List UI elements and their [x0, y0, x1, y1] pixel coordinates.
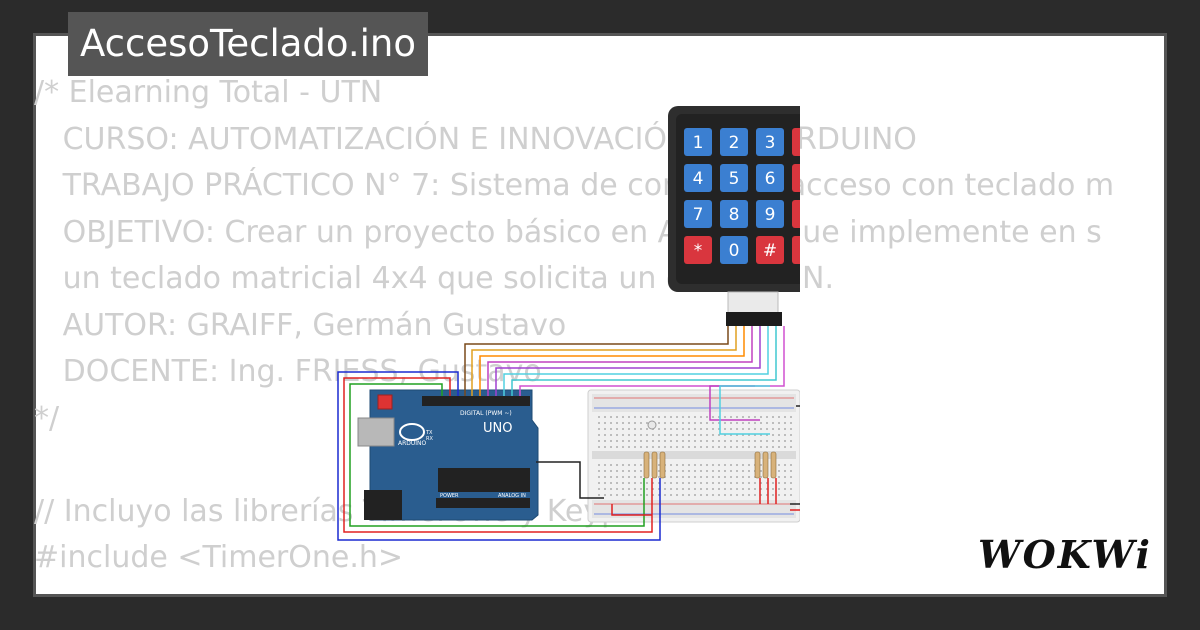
keypad-key-d[interactable]: D — [792, 236, 800, 264]
power-header-label: POWER — [440, 493, 459, 499]
board-brand-label: ARDUINO — [398, 440, 427, 447]
keypad-key-0[interactable]: 0 — [720, 236, 748, 264]
analog-header — [436, 498, 530, 508]
keypad-key-a[interactable]: A — [792, 128, 800, 156]
digital-header-label: DIGITAL (PWM ~) — [460, 410, 512, 417]
keypad-key-label: * — [694, 241, 703, 261]
keypad-key-star[interactable]: * — [684, 236, 712, 264]
arduino-uno-board: DIGITAL (PWM ~) UNO ARDUINO TX RX POWER … — [357, 389, 539, 521]
keypad-key-label: 9 — [765, 205, 776, 225]
keypad-key-label: 8 — [729, 205, 740, 225]
keypad-key-label: 0 — [729, 241, 740, 261]
wokwi-logo-text: WOKWi — [978, 532, 1150, 577]
keypad-key-label: 3 — [765, 133, 776, 153]
keypad-key-8[interactable]: 8 — [720, 200, 748, 228]
keypad-key-3[interactable]: 3 — [756, 128, 784, 156]
breadboard — [587, 389, 800, 523]
circuit-diagram: DIGITAL (PWM ~) UNO ARDUINO TX RX POWER … — [337, 106, 800, 541]
keypad-key-6[interactable]: 6 — [756, 164, 784, 192]
keypad-key-9[interactable]: 9 — [756, 200, 784, 228]
keypad-key-label: 4 — [693, 169, 704, 189]
led — [647, 420, 657, 430]
keypad-4x4: 1 2 3A 4 5 6B 7 8 9C * 0 # D — [668, 106, 800, 326]
keypad-key-hash[interactable]: # — [756, 236, 784, 264]
board-model-label: UNO — [483, 421, 512, 436]
keypad-key-7[interactable]: 7 — [684, 200, 712, 228]
code-line: AUTOR: GRAIFF, Germán Gustavo — [34, 307, 567, 343]
microcontroller-chip — [438, 468, 530, 492]
keypad-key-label: 6 — [765, 169, 776, 189]
usb-port — [357, 417, 395, 447]
code-line: */ — [34, 400, 60, 436]
code-line: /* Elearning Total - UTN — [34, 75, 383, 110]
keypad-key-label: # — [763, 241, 777, 261]
resistor-group-right — [754, 451, 777, 479]
tx-label: TX — [425, 430, 433, 436]
keypad-keys: 1 2 3A 4 5 6B 7 8 9C * 0 # D — [684, 128, 800, 264]
arduino-logo-icon — [399, 423, 425, 441]
breadboard-holes — [598, 416, 792, 496]
code-line: #include <TimerOne.h> — [34, 540, 404, 575]
wires — [337, 326, 800, 541]
keypad-key-label: 5 — [729, 169, 740, 189]
keypad-connector — [726, 312, 782, 326]
digital-header — [422, 396, 530, 406]
analog-header-label: ANALOG IN — [498, 493, 526, 499]
rx-label: RX — [426, 436, 433, 442]
keypad-key-label: D — [799, 241, 800, 261]
keypad-key-c[interactable]: C — [792, 200, 800, 228]
power-jack — [364, 490, 402, 520]
project-title[interactable]: AccesoTeclado.ino — [68, 12, 428, 76]
resistor-group-left — [643, 451, 666, 479]
keypad-key-4[interactable]: 4 — [684, 164, 712, 192]
keypad-key-2[interactable]: 2 — [720, 128, 748, 156]
code-line: TRABAJO PRÁCTICO N° 7: Sistema de contro… — [34, 168, 1115, 203]
reset-button[interactable] — [377, 394, 393, 410]
keypad-key-1[interactable]: 1 — [684, 128, 712, 156]
keypad-key-5[interactable]: 5 — [720, 164, 748, 192]
wokwi-logo[interactable]: WOKWi — [972, 522, 1150, 582]
keypad-key-b[interactable]: B — [792, 164, 800, 192]
keypad-ribbon — [727, 291, 779, 315]
keypad-key-label: 1 — [693, 133, 704, 153]
keypad-key-label: 2 — [729, 133, 740, 153]
keypad-key-label: 7 — [693, 205, 704, 225]
